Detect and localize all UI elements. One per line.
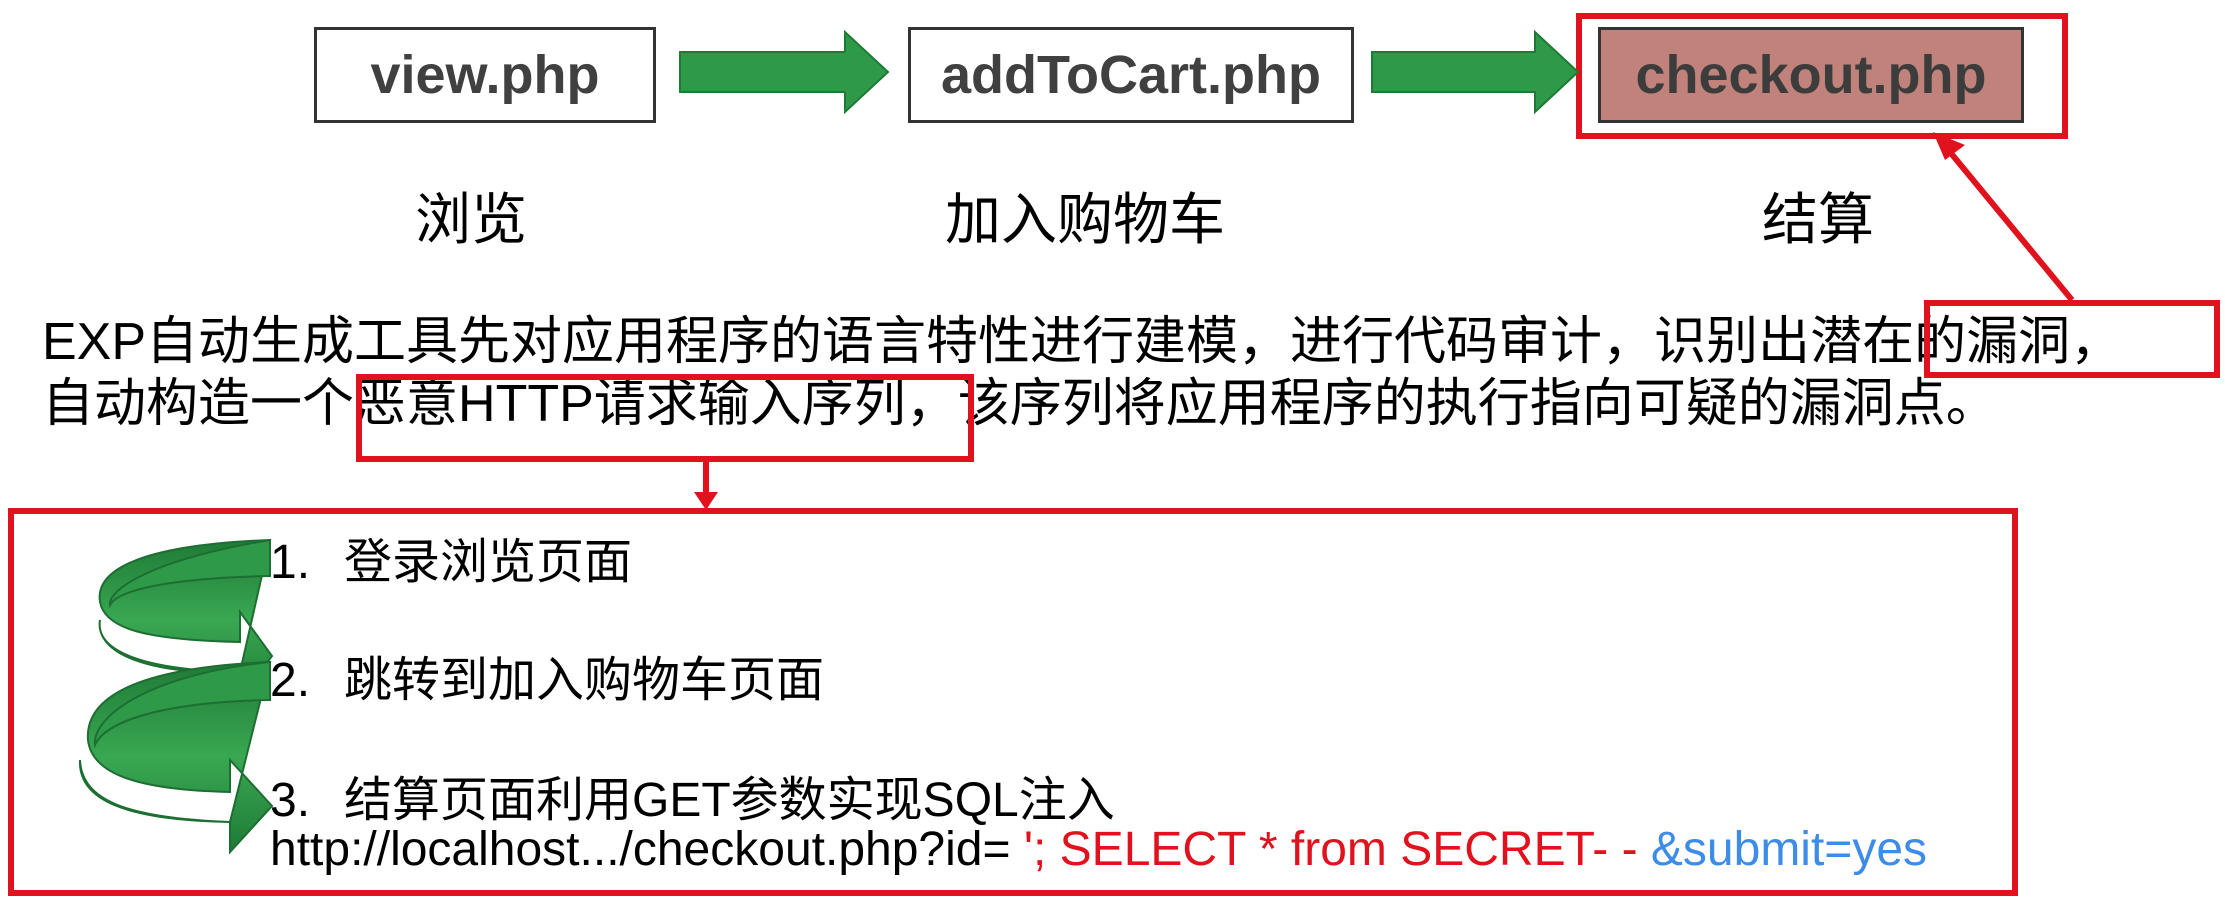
vulnerability-connector-arrowhead	[1933, 132, 1965, 160]
vulnerability-to-checkout-connector	[1942, 144, 2075, 302]
addtocart-php-label: addToCart.php	[941, 45, 1321, 105]
description-line-2-prefix: 自动构造一个	[42, 375, 355, 433]
injection-url: http://localhost.../checkout.php?id= '; …	[270, 822, 1927, 877]
sequence-step-3: 3. 结算页面利用GET参数实现SQL注入	[270, 760, 1115, 830]
malicious-sequence-frame	[356, 374, 974, 462]
description-line-2: 自动构造一个恶意HTTP请求输入序列，该序列将应用程序的执行指向可疑的漏洞点。	[42, 373, 1998, 435]
caption-checkout: 结算	[1762, 188, 1874, 251]
checkout-highlight-frame	[1576, 13, 2068, 139]
step-3-text: 结算页面利用GET参数实现SQL注入	[344, 774, 1115, 827]
caption-add-to-cart: 加入购物车	[945, 188, 1225, 251]
sequence-connector-arrowhead	[694, 492, 718, 510]
step-1-number: 1.	[270, 536, 311, 589]
caption-browse: 浏览	[415, 188, 527, 251]
malicious-http-sequence-text: 恶意HTTP请求输入序列	[354, 375, 906, 433]
step-2-number: 2.	[270, 654, 311, 707]
step-1-text: 登录浏览页面	[344, 536, 633, 589]
flow-arrow-2	[1371, 29, 1580, 115]
description-line-1-text: EXP自动生成工具先对应用程序的语言特性进行建模，进行代码审计，识别出	[42, 313, 1811, 371]
potential-vulnerability-text: 潜在的漏洞，	[1810, 313, 2123, 371]
checkout-php-label: checkout.php	[1635, 45, 1987, 105]
checkout-php-box: checkout.php	[1598, 27, 2024, 123]
sequence-step-1: 1. 登录浏览页面	[270, 522, 632, 592]
potential-vulnerability-frame	[1924, 300, 2220, 378]
description-line-2-suffix: ，该序列将应用程序的执行指向可疑的漏洞点。	[905, 375, 1998, 433]
step-2-text: 跳转到加入购物车页面	[344, 654, 825, 707]
description-line-1: EXP自动生成工具先对应用程序的语言特性进行建模，进行代码审计，识别出潜在的漏洞…	[42, 311, 2122, 373]
sequence-step-2: 2. 跳转到加入购物车页面	[270, 640, 824, 710]
curved-arrow-step-1-body	[108, 538, 271, 609]
sequence-frame	[8, 508, 2018, 896]
url-params: &submit=yes	[1650, 823, 1928, 876]
flow-arrow-1	[679, 29, 890, 115]
url-base: http://localhost.../checkout.php?id=	[270, 823, 1024, 876]
step-3-number: 3.	[270, 774, 311, 827]
curved-arrow-step-2-body	[93, 660, 271, 749]
view-php-label: view.php	[370, 45, 600, 105]
sql-payload: '; SELECT * from SECRET- -	[1023, 823, 1651, 876]
view-php-box: view.php	[314, 27, 656, 123]
addtocart-php-box: addToCart.php	[908, 27, 1354, 123]
